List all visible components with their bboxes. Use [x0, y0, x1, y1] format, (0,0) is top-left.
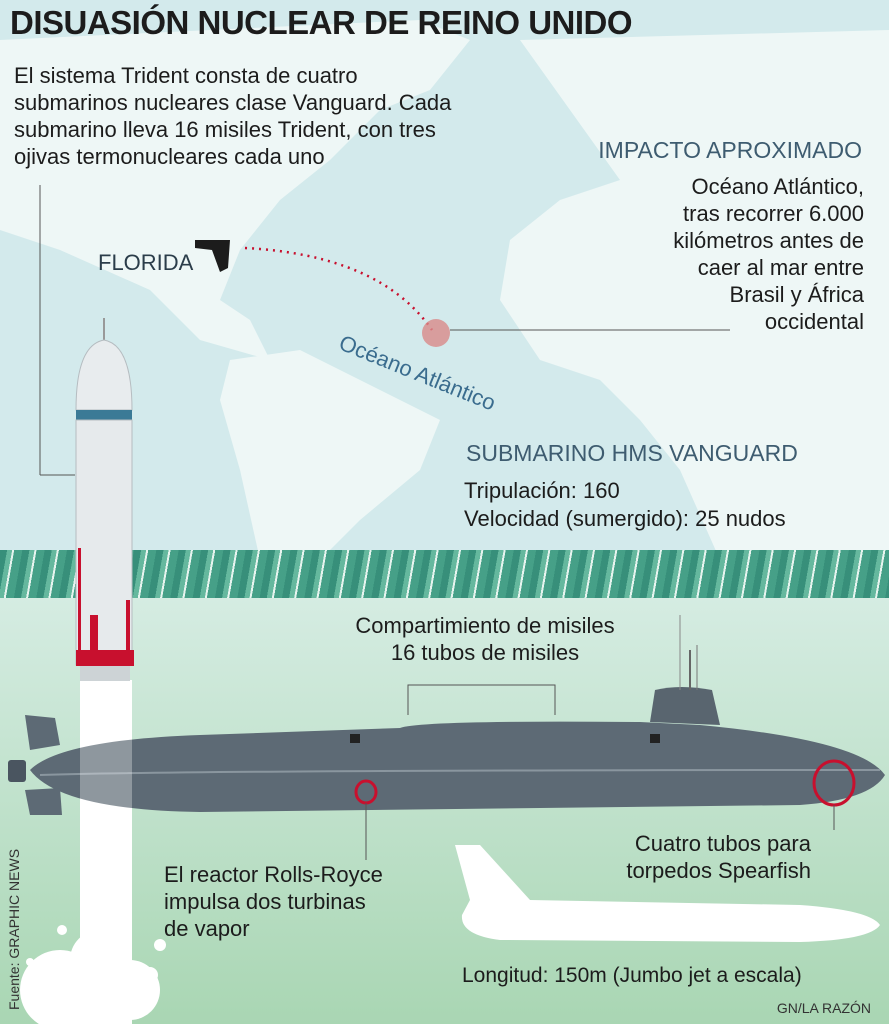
africa-europe-land: [500, 30, 889, 560]
world-map: [0, 20, 889, 560]
label-line: Compartimiento de misiles: [355, 613, 615, 638]
label-line: de vapor: [164, 916, 250, 941]
label-line: impulsa dos turbinas: [164, 889, 366, 914]
source-credit: Fuente: GRAPHIC NEWS: [6, 848, 22, 1010]
label-line: El reactor Rolls-Royce: [164, 862, 383, 887]
reactor-label: El reactor Rolls-Royce impulsa dos turbi…: [164, 861, 383, 942]
impact-zone: [422, 319, 450, 347]
impact-line: Océano Atlántico,: [691, 174, 864, 199]
impact-line: caer al mar entre: [697, 255, 864, 280]
florida-label: FLORIDA: [98, 250, 194, 275]
missile-compartment-bracket: [407, 684, 556, 715]
north-america-land: [0, 20, 470, 360]
label-line: 16 tubos de misiles: [390, 640, 580, 665]
impact-heading: IMPACTO APROXIMADO: [598, 137, 862, 163]
trident-missile: [75, 318, 134, 681]
submarine-hull: [8, 615, 885, 815]
florida-land: [195, 240, 230, 272]
exhaust-overlay: [80, 725, 132, 820]
publisher-credit: GN/LA RAZÓN: [776, 1000, 871, 1016]
missile-compartment-label: Compartimiento de misiles 16 tubos de mi…: [320, 612, 650, 666]
label-line: torpedos Spearfish: [626, 858, 811, 883]
impact-line: occidental: [764, 309, 864, 334]
intro-text: El sistema Trident consta de cuatro subm…: [14, 63, 452, 169]
sea-surface: [0, 550, 889, 600]
submarine-crew: Tripulación: 160: [464, 478, 620, 503]
underwater-background: [0, 598, 889, 1024]
impact-line: Brasil y África: [729, 282, 864, 307]
submarine-speed: Velocidad (sumergido): 25 nudos: [464, 506, 786, 531]
exhaust-cloud: [20, 925, 166, 1024]
page-title: DISUASIÓN NUCLEAR DE REINO UNIDO: [10, 4, 633, 41]
torpedo-label: Cuatro tubos para torpedos Spearfish: [626, 830, 811, 884]
impact-line: kilómetros antes de: [673, 228, 864, 253]
south-america-land: [220, 350, 440, 560]
label-line: Cuatro tubos para: [634, 831, 811, 856]
trajectory-line: [244, 246, 434, 331]
jumbo-jet-silhouette: [455, 845, 880, 942]
submarine-heading: SUBMARINO HMS VANGUARD: [466, 440, 798, 466]
impact-text: Océano Atlántico, tras recorrer 6.000 ki…: [673, 173, 864, 335]
length-label: Longitud: 150m (Jumbo jet a escala): [462, 964, 802, 987]
impact-line: tras recorrer 6.000: [683, 201, 864, 226]
